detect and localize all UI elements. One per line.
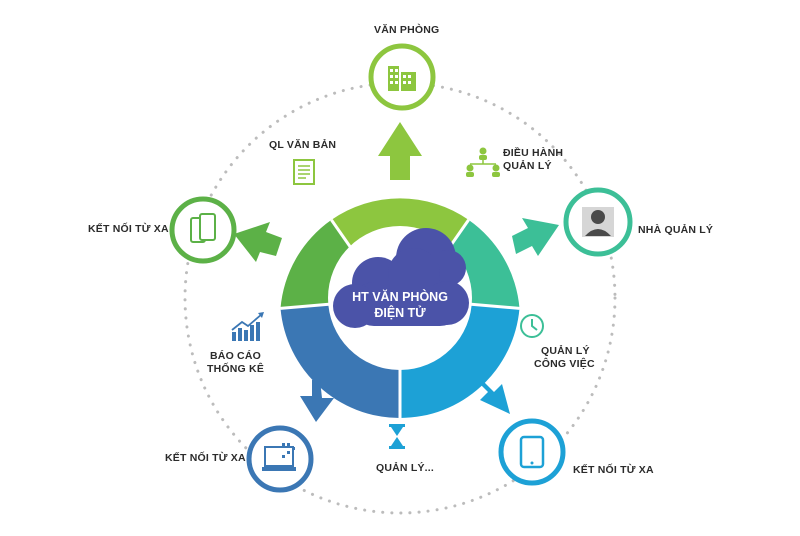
arrow-down-right bbox=[476, 380, 510, 414]
building-icon bbox=[388, 66, 416, 91]
org-chart-icon bbox=[466, 147, 500, 177]
user-icon bbox=[582, 207, 614, 237]
node-bottom-right-ring bbox=[498, 418, 566, 486]
feature-quan-ly: QUẢN LÝ... bbox=[376, 462, 435, 474]
clock-icon bbox=[520, 314, 544, 338]
center-title: HT VĂN PHÒNG ĐIỆN TỬ bbox=[322, 289, 478, 321]
segment-bottom-left bbox=[280, 304, 400, 418]
node-label-top: VĂN PHÒNG bbox=[374, 24, 440, 36]
arrow-down-left bbox=[300, 380, 334, 422]
feature-quan-ly-cv-line2: CÔNG VIỆC bbox=[534, 358, 595, 370]
feature-quan-ly-cv-line1: QUẢN LÝ bbox=[541, 345, 590, 357]
node-label-right: NHÀ QUẢN LÝ bbox=[638, 224, 714, 236]
center-title-line1: HT VĂN PHÒNG bbox=[352, 290, 448, 304]
tablet-icon bbox=[519, 435, 545, 469]
feature-dieu-hanh-line2: QUẢN LÝ bbox=[503, 160, 552, 172]
outer-dotted-ring bbox=[183, 81, 617, 515]
arrow-left bbox=[234, 222, 282, 262]
segment-bottom-right bbox=[400, 304, 520, 418]
segment-left bbox=[280, 219, 360, 309]
feature-dieu-hanh-line1: ĐIỀU HÀNH bbox=[503, 147, 564, 159]
hourglass-icon bbox=[389, 424, 405, 449]
arrow-right bbox=[512, 218, 559, 256]
phone-tablet-icon bbox=[190, 213, 216, 243]
document-icon bbox=[293, 159, 315, 185]
node-bottom-left-ring bbox=[246, 425, 314, 493]
laptop-icon bbox=[262, 443, 296, 471]
node-label-left: KẾT NỐI TỪ XA bbox=[88, 223, 169, 235]
node-label-bottom-right: KẾT NỐI TỪ XA bbox=[573, 464, 654, 476]
bar-chart-icon bbox=[231, 312, 264, 341]
feature-bao-cao-line2: THỐNG KÊ bbox=[207, 363, 265, 375]
center-title-line2: ĐIỆN TỬ bbox=[374, 306, 426, 320]
segment-right bbox=[440, 219, 520, 309]
feature-bao-cao-line1: BÁO CÁO bbox=[210, 350, 261, 362]
feature-ql-van-ban: QL VĂN BẢN bbox=[269, 139, 337, 151]
node-label-bottom-left: KẾT NỐI TỪ XA bbox=[165, 452, 246, 464]
arrow-up bbox=[378, 122, 422, 180]
cloud-icon bbox=[333, 228, 469, 328]
